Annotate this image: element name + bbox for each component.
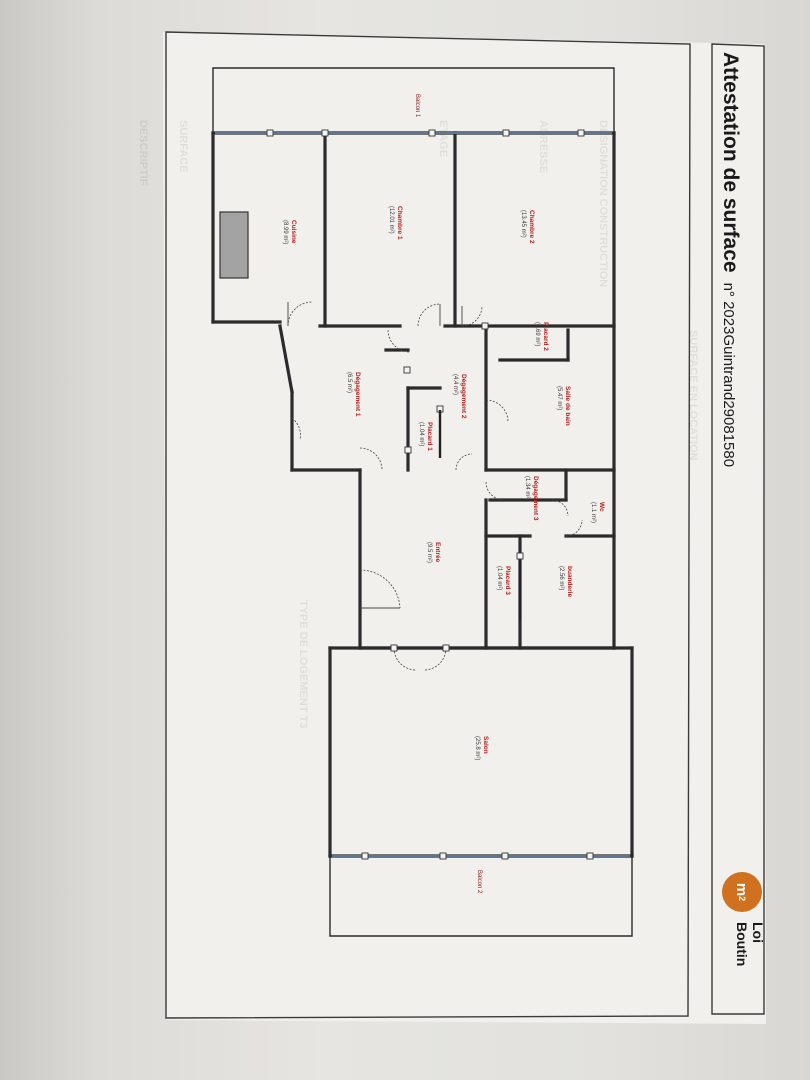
room-area: (1.34 m²) <box>524 476 530 500</box>
room-name: Chambre 2 <box>528 210 535 244</box>
svg-text:SURFACE: SURFACE <box>177 120 189 173</box>
room-name: Salle de bain <box>564 386 571 426</box>
logo-line-1: Loi <box>750 922 766 943</box>
room-name: Dégagement 3 <box>532 476 539 521</box>
balcony-1-label: Balcon 1 <box>414 94 420 118</box>
room-placard-2: Placard 2 (0.69 m²) <box>534 322 549 351</box>
document-title: Attestation de surface n° 2023Guintrand29… <box>718 52 742 467</box>
doors <box>287 301 583 671</box>
room-area: (5.47 m²) <box>556 386 562 410</box>
room-area: (2.56 m²) <box>558 566 564 590</box>
room-degagement-2: Dégagement 2 (4.4 m²) <box>452 374 467 419</box>
windows <box>215 129 630 860</box>
room-area: (4.4 m²) <box>452 374 458 395</box>
logo-line-2: Boutin <box>734 922 750 967</box>
room-salon: Salon (25.8 m²) <box>474 736 489 760</box>
room-name: Wc <box>598 502 605 512</box>
room-area: (0.69 m²) <box>534 322 540 346</box>
balcony-2-label: Balcon 2 <box>476 870 482 894</box>
room-area: (6.5 m²) <box>346 372 352 393</box>
balcony-outlines <box>212 67 633 937</box>
svg-text:DESIGNATION CONSTRUCTION: DESIGNATION CONSTRUCTION <box>597 120 609 287</box>
svg-text:ETAGE: ETAGE <box>437 120 449 157</box>
room-entree: Entrée (9.5 m²) <box>426 542 441 563</box>
logo-mark: m <box>733 882 751 897</box>
svg-text:TYPE DE LOGEMENT T3: TYPE DE LOGEMENT T3 <box>297 600 309 728</box>
room-chambre-1: Chambre 1 (12.01 m²) <box>388 206 403 240</box>
title-text: Attestation de surface <box>719 52 742 273</box>
room-chambre-2: Chambre 2 (13.45 m²) <box>520 210 535 244</box>
svg-text:SURFACE EN LOCATION: SURFACE EN LOCATION <box>687 330 699 461</box>
logo-mark-sup: 2 <box>737 896 747 902</box>
room-area: (25.8 m²) <box>474 736 480 760</box>
room-name: Placard 2 <box>542 322 549 351</box>
bleed-through-text: SURFACE EN LOCATION DESIGNATION CONSTRUC… <box>137 120 699 728</box>
room-area: (1.04 m²) <box>418 422 424 446</box>
room-salle-de-bain: Salle de bain (5.47 m²) <box>556 386 571 426</box>
room-wc: Wc (1.1 m²) <box>590 502 605 523</box>
room-area: (13.45 m²) <box>520 210 526 238</box>
room-area: (1.04 m²) <box>496 566 502 590</box>
room-area: (12.01 m²) <box>388 206 394 234</box>
kitchen-appliance <box>219 211 249 279</box>
room-area: (8.99 m²) <box>282 220 288 244</box>
room-placard-3: Placard 3 (1.04 m²) <box>496 566 511 595</box>
header-frame <box>711 43 765 1015</box>
room-degagement-1: Dégagement 1 (6.5 m²) <box>346 372 361 417</box>
room-buanderie: buanderie (2.56 m²) <box>558 566 573 597</box>
room-area: (9.5 m²) <box>426 542 432 563</box>
room-area: (1.1 m²) <box>590 502 596 523</box>
paper-sheet <box>163 32 766 1024</box>
room-name: Salon <box>482 736 489 754</box>
svg-text:DESCRIPTIF: DESCRIPTIF <box>137 120 149 186</box>
page-frame-outer <box>165 31 691 1019</box>
room-placard-1: Placard 1 (1.04 m²) <box>418 422 433 451</box>
room-name: buanderie <box>566 566 573 597</box>
room-name: Chambre 1 <box>396 206 403 240</box>
room-name: Dégagement 1 <box>354 372 361 417</box>
certificate-number: n° 2023Guintrand29081580 <box>720 282 737 468</box>
room-degagement-3: Dégagement 3 (1.34 m²) <box>524 476 539 521</box>
svg-text:ADRESSE: ADRESSE <box>537 120 549 173</box>
room-name: Cuisine <box>290 220 297 244</box>
room-name: Placard 3 <box>504 566 511 595</box>
logo-text: Loi Boutin <box>734 922 766 966</box>
room-cuisine: Cuisine (8.99 m²) <box>282 220 297 244</box>
room-name: Placard 1 <box>426 422 433 451</box>
room-name: Entrée <box>434 542 441 563</box>
room-name: Dégagement 2 <box>460 374 467 419</box>
